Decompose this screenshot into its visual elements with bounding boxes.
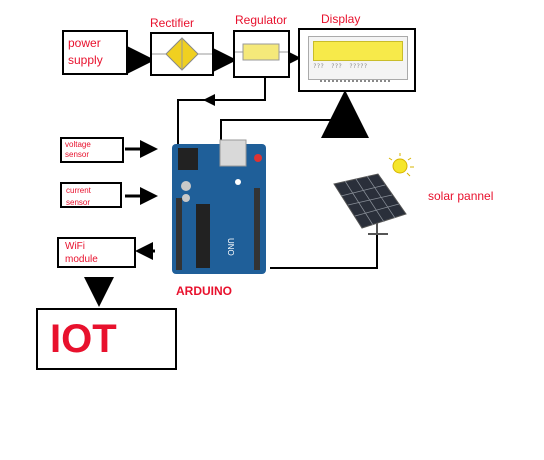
wifi-module-label: WiFi module: [65, 240, 128, 266]
iot-block: IOT: [36, 308, 177, 370]
regulator-chip-icon: [235, 43, 288, 61]
arduino-uno-icon: UNO: [172, 139, 266, 274]
voltage-sensor-label: voltage sensor: [65, 140, 91, 159]
display-label: Display: [321, 12, 361, 26]
svg-text:UNO: UNO: [226, 238, 235, 256]
rectifier-block: [150, 32, 214, 76]
current-sensor-label: current sensor: [66, 186, 91, 207]
rectifier-bridge-icon: [152, 37, 212, 71]
solar-panel-label: solar pannel: [428, 189, 494, 203]
wifi-module-block: WiFi module: [57, 237, 136, 268]
solar-panel-graphic: [328, 152, 418, 242]
solar-panel-icon: [333, 153, 414, 235]
power-supply-block: power supply: [62, 30, 128, 75]
arduino-board: UNO: [168, 138, 270, 278]
power-supply-label: power supply: [68, 36, 103, 67]
rectifier-label: Rectifier: [150, 16, 195, 30]
sun-icon: [388, 153, 414, 177]
voltage-sensor-block: voltage sensor: [60, 137, 124, 163]
lcd-screen: [313, 41, 403, 61]
line-solar-to-arduino: [270, 232, 378, 269]
lcd-bottom-text: ??? ??? ?????: [313, 63, 368, 70]
regulator-block: [233, 30, 290, 78]
iot-label: IOT: [50, 317, 117, 361]
wifi-module-text: WiFi module: [65, 241, 98, 265]
regulator-label: Regulator: [235, 13, 288, 27]
arduino-label: ARDUINO: [176, 284, 232, 298]
lcd-pins: [320, 80, 390, 88]
display-block: ??? ??? ?????: [298, 28, 416, 92]
lcd-module: ??? ??? ?????: [308, 36, 408, 80]
current-sensor-block: current sensor: [60, 182, 122, 208]
